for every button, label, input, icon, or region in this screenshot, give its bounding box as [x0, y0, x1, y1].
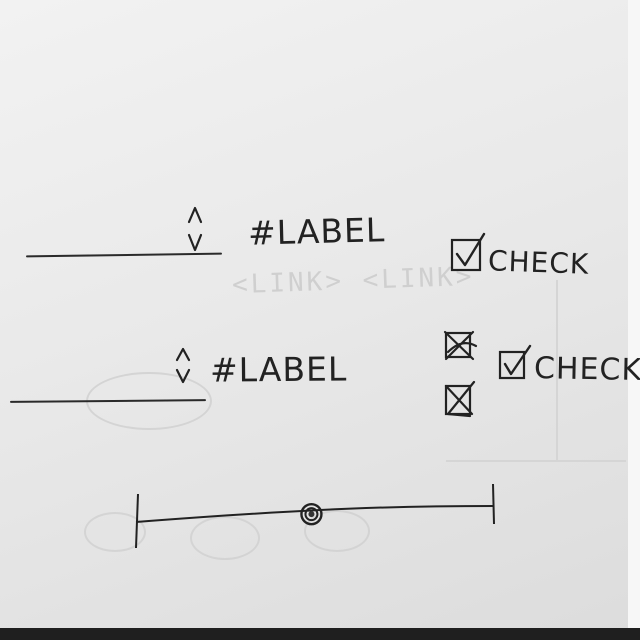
checkbox-label[interactable]: CHECK — [487, 244, 590, 281]
checked-checkbox-icon[interactable] — [496, 342, 536, 384]
number-stepper-icon[interactable] — [184, 202, 206, 254]
ghost-radio-shape — [190, 516, 260, 560]
ghost-divider — [556, 280, 558, 460]
ghost-divider — [446, 460, 626, 462]
range-slider[interactable] — [120, 480, 510, 550]
ghost-radio-shape — [304, 510, 370, 552]
checked-checkbox-icon[interactable] — [448, 232, 490, 276]
slider-thumb[interactable] — [300, 502, 323, 526]
paper-edge — [628, 0, 640, 640]
slider-min-tick — [135, 493, 139, 549]
field-label: #LABEL — [247, 210, 386, 253]
crossed-checkbox-icon[interactable] — [440, 378, 480, 422]
ghost-radio-shape — [84, 512, 146, 552]
slider-max-tick — [492, 483, 495, 525]
checkbox-label[interactable]: CHECK — [533, 351, 640, 388]
number-stepper-icon[interactable] — [172, 345, 194, 385]
field-label: #LABEL — [209, 349, 348, 390]
crossed-checkbox-icon[interactable] — [442, 328, 482, 364]
desk-edge — [0, 628, 640, 640]
